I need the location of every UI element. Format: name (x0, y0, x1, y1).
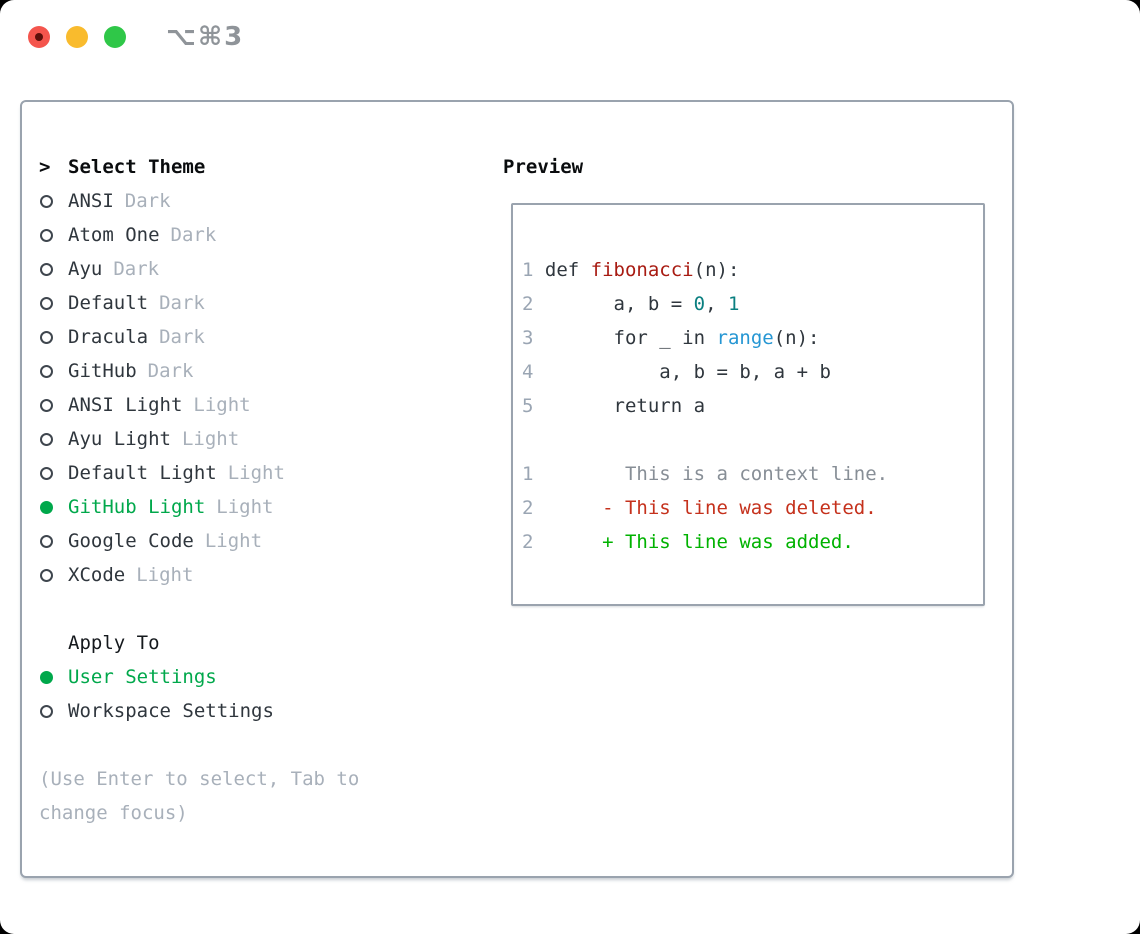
apply-option-user-settings[interactable]: User Settings (39, 660, 479, 694)
option-label: Dracula (68, 326, 149, 348)
line-number: 3 (522, 327, 534, 349)
apply-option-workspace-settings[interactable]: Workspace Settings (39, 694, 479, 728)
line-number: 2 (522, 497, 534, 519)
line-number: 2 (522, 293, 534, 315)
theme-option-ansi[interactable]: ANSI Dark (39, 184, 479, 218)
option-variant-label: Light (181, 428, 240, 450)
option-label: Atom One (68, 224, 160, 246)
line-number: 2 (522, 531, 534, 553)
radio-icon (40, 670, 53, 684)
radio-icon (40, 364, 53, 378)
radio-icon (40, 330, 53, 344)
theme-option-google-code[interactable]: Google Code Light (39, 524, 479, 558)
theme-picker-panel: > Select Theme ANSI Dark Atom One Dark A… (20, 100, 1014, 878)
apply-to-list: User Settings Workspace Settings (39, 660, 479, 728)
code-line: 2 - This line was deleted. (522, 497, 877, 519)
option-variant-label: Light (193, 394, 251, 416)
code-line: 1 def fibonacci(n): (522, 259, 740, 281)
option-label: Default Light (68, 462, 217, 484)
close-button[interactable] (28, 26, 50, 48)
line-number: 4 (522, 361, 534, 383)
option-variant-label: Dark (159, 292, 205, 314)
option-label: ANSI (68, 190, 114, 212)
option-label: GitHub Light (68, 496, 206, 518)
theme-option-ayu-light[interactable]: Ayu Light Light (39, 422, 479, 456)
radio-icon (40, 398, 53, 412)
theme-selector-column: > Select Theme ANSI Dark Atom One Dark A… (39, 150, 479, 830)
line-number: 1 (522, 259, 534, 281)
apply-to-title: Apply To (68, 632, 160, 654)
code-line: 1 This is a context line. (522, 463, 889, 485)
preview-title: Preview (503, 156, 584, 178)
code-line: 2 a, b = 0, 1 (522, 293, 740, 315)
option-label: Ayu (68, 258, 103, 280)
theme-option-ansi-light[interactable]: ANSI Light Light (39, 388, 479, 422)
option-label: GitHub (68, 360, 137, 382)
radio-icon (40, 262, 53, 276)
option-label: ANSI Light (68, 394, 183, 416)
option-variant-label: Dark (147, 360, 194, 382)
select-theme-header-row: > Select Theme (39, 150, 479, 184)
theme-option-dracula[interactable]: Dracula Dark (39, 320, 479, 354)
code-line: 4 a, b = b, a + b (522, 361, 831, 383)
option-label: Default (68, 292, 149, 314)
theme-list: ANSI Dark Atom One Dark Ayu Dark Default… (39, 184, 479, 592)
code-line (522, 423, 977, 457)
spacer (39, 592, 479, 626)
theme-option-xcode[interactable]: XCode Light (39, 558, 479, 592)
option-variant-label: Light (216, 496, 274, 518)
unsaved-dot-icon (35, 33, 43, 41)
radio-icon (40, 704, 53, 718)
theme-option-ayu[interactable]: Ayu Dark (39, 252, 479, 286)
option-variant-label: Dark (124, 190, 171, 212)
apply-to-header-row: Apply To (39, 626, 479, 660)
theme-option-github-light[interactable]: GitHub Light Light (39, 490, 479, 524)
maximize-button[interactable] (104, 26, 126, 48)
option-variant-label: Dark (170, 224, 217, 246)
option-variant-label: Light (204, 530, 263, 552)
radio-icon (40, 466, 53, 480)
titlebar: ⌥⌘3 (0, 0, 1140, 74)
radio-icon (40, 228, 53, 242)
theme-option-default-light[interactable]: Default Light Light (39, 456, 479, 490)
prompt-caret-icon: > (39, 156, 51, 178)
option-variant-label: Light (227, 462, 285, 484)
option-variant-label: Dark (159, 326, 205, 348)
code-line: 3 for _ in range(n): (522, 327, 820, 349)
minimize-button[interactable] (66, 26, 88, 48)
radio-icon (40, 534, 53, 548)
code-line: 5 return a (522, 395, 706, 417)
option-label: Google Code (68, 530, 194, 552)
line-number: 1 (522, 463, 534, 485)
option-label: Ayu Light (68, 428, 171, 450)
preview-box: 1 def fibonacci(n): 2 a, b = 0, 1 3 for _ … (511, 203, 985, 606)
option-label: User Settings (68, 666, 217, 688)
radio-icon (40, 500, 53, 514)
option-label: Workspace Settings (68, 700, 274, 722)
radio-icon (40, 568, 53, 582)
theme-option-default[interactable]: Default Dark (39, 286, 479, 320)
radio-icon (40, 432, 53, 446)
radio-icon (40, 194, 53, 208)
select-theme-title: Select Theme (68, 156, 206, 178)
line-number: 5 (522, 395, 534, 417)
radio-icon (40, 296, 53, 310)
theme-option-atom-one[interactable]: Atom One Dark (39, 218, 479, 252)
option-label: XCode (68, 564, 126, 586)
code-line: 2 + This line was added. (522, 531, 854, 553)
spacer (39, 728, 479, 762)
option-variant-label: Light (136, 564, 194, 586)
theme-option-github[interactable]: GitHub Dark (39, 354, 479, 388)
hint-text: (Use Enter to select, Tab to change focu… (39, 768, 360, 824)
window-title-shortcut: ⌥⌘3 (166, 22, 245, 52)
option-variant-label: Dark (113, 258, 160, 280)
code-preview: 1 def fibonacci(n): 2 a, b = 0, 1 3 for _ … (513, 205, 983, 559)
